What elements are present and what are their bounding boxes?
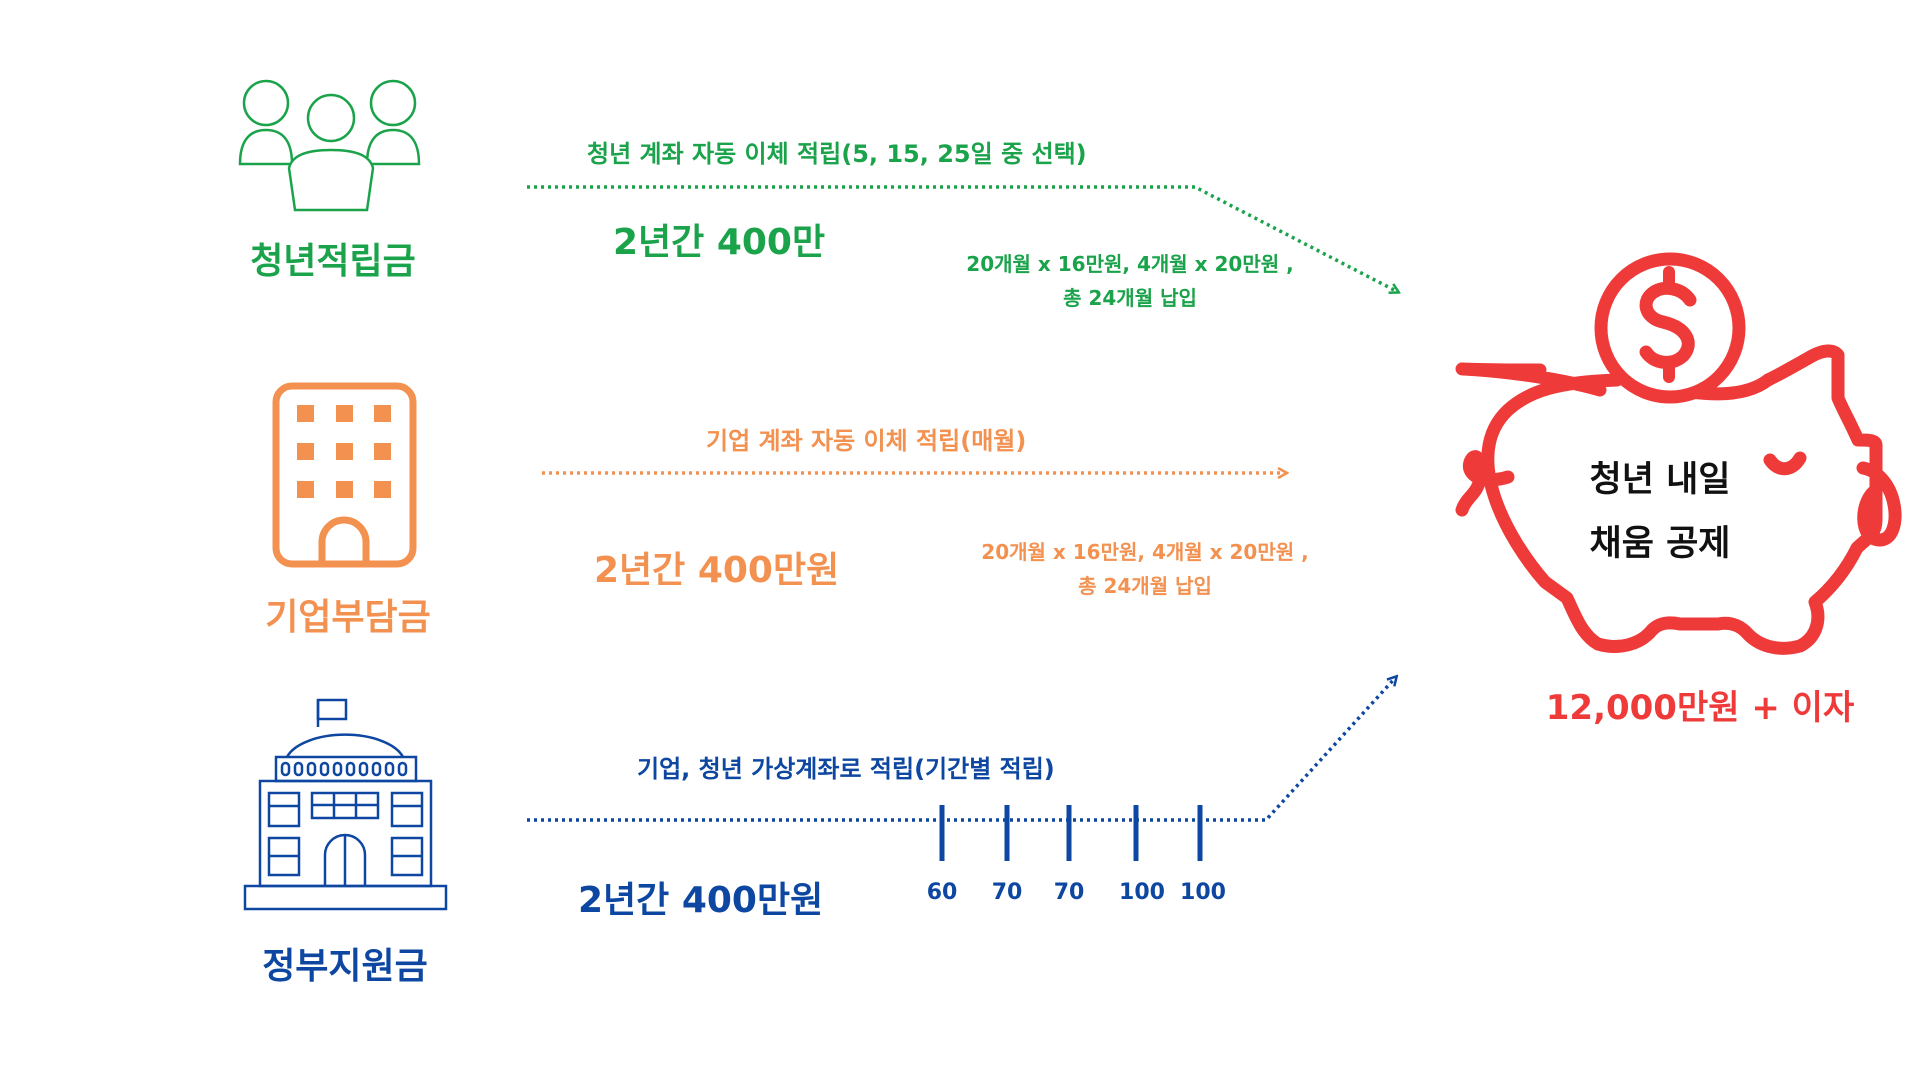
government-total: 2년간 400만원 [578,880,824,921]
youth-detail-line1: 20개월 x 16만원, 4개월 x 20만원 , [966,252,1294,276]
company-detail: 20개월 x 16만원, 4개월 x 20만원 , 총 24개월 납입 [945,535,1345,603]
result-title-line1: 청년 내일 [1589,460,1731,500]
government-tick-marks [939,805,1203,861]
government-arrow [527,677,1396,822]
youth-detail-line2: 총 24개월 납입 [1063,286,1197,310]
dollar-coin-icon [1594,252,1746,404]
building-icon [272,382,417,568]
government-tick-label: 100 [1180,880,1226,905]
youth-label: 청년적립금 [250,241,416,282]
government-label: 정부지원금 [262,946,428,987]
government-tick-label: 70 [991,880,1023,905]
government-tick-label: 60 [926,880,958,905]
government-transfer-text: 기업, 청년 가상계좌로 적립(기간별 적립) [637,755,1055,783]
piggy-bank-icon [1455,344,1902,655]
people-icon [238,79,421,212]
government-tick-label: 100 [1119,880,1165,905]
company-total: 2년간 400만원 [594,550,840,591]
company-detail-line1: 20개월 x 16만원, 4개월 x 20만원 , [981,540,1309,564]
government-building-icon [243,698,448,911]
result-amount: 12,000만원 + 이자 [1545,688,1855,728]
youth-arrow [527,185,1398,292]
youth-total: 2년간 400만 [613,222,826,263]
company-label: 기업부담금 [265,597,431,638]
result-title: 청년 내일 채움 공제 [1560,448,1760,576]
result-title-line2: 채움 공제 [1589,524,1731,564]
company-detail-line2: 총 24개월 납입 [1078,574,1212,598]
company-transfer-text: 기업 계좌 자동 이체 적립(매월) [706,427,1027,455]
government-tick-label: 70 [1053,880,1085,905]
youth-detail: 20개월 x 16만원, 4개월 x 20만원 , 총 24개월 납입 [930,247,1330,315]
youth-transfer-text: 청년 계좌 자동 이체 적립(5, 15, 25일 중 선택) [587,140,1087,168]
